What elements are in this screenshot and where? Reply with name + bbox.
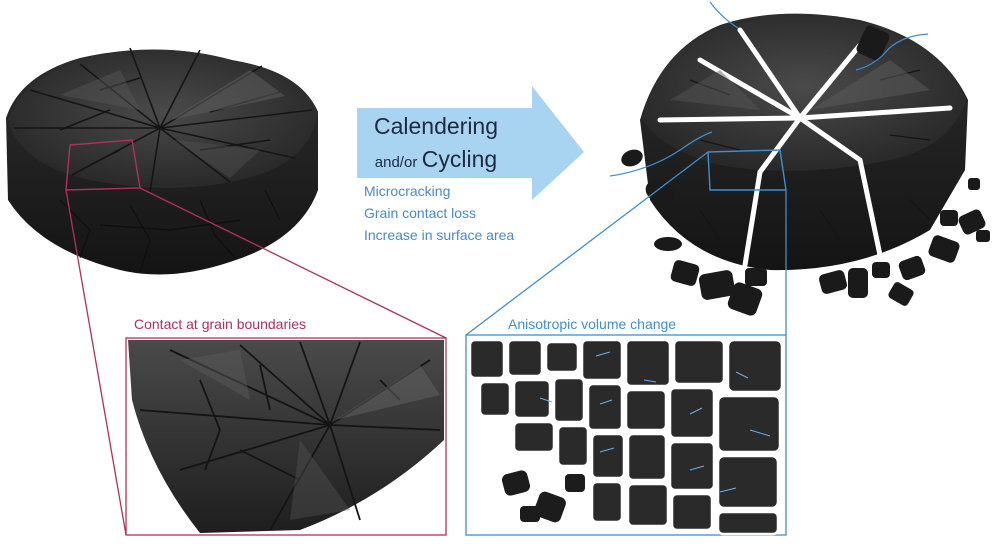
- process-arrow-label-cycling: and/or Cycling: [356, 146, 516, 173]
- process-arrow-conjunction: and/or: [374, 154, 418, 171]
- pink-zoom-connector: [65, 187, 447, 536]
- cracked-particle: [640, 13, 968, 271]
- effect-microcracking: Microcracking: [364, 183, 451, 199]
- effect-grain-contact-loss: Grain contact loss: [364, 205, 477, 221]
- zoom-detail-grain-contacts: [128, 340, 444, 533]
- zoom-frame-blue: [465, 334, 787, 536]
- process-arrow-cycling-word: Cycling: [421, 146, 498, 172]
- blue-zoom-connector: [465, 151, 787, 536]
- electrolyte-ingress-arrows: [609, 1, 929, 177]
- zoom-detail-volume-change: [468, 338, 784, 536]
- process-arrow-label-calendering: Calendering: [373, 113, 499, 139]
- zoom-label-volume-change: Anisotropic volume change: [508, 316, 677, 332]
- detached-fragments: [621, 25, 990, 316]
- intact-particle: [6, 47, 318, 275]
- zoom-frame-pink: [125, 337, 447, 536]
- process-arrow: [357, 86, 584, 200]
- effect-surface-area-increase: Increase in surface area: [364, 227, 515, 243]
- zoom-label-grain-boundaries: Contact at grain boundaries: [134, 316, 306, 332]
